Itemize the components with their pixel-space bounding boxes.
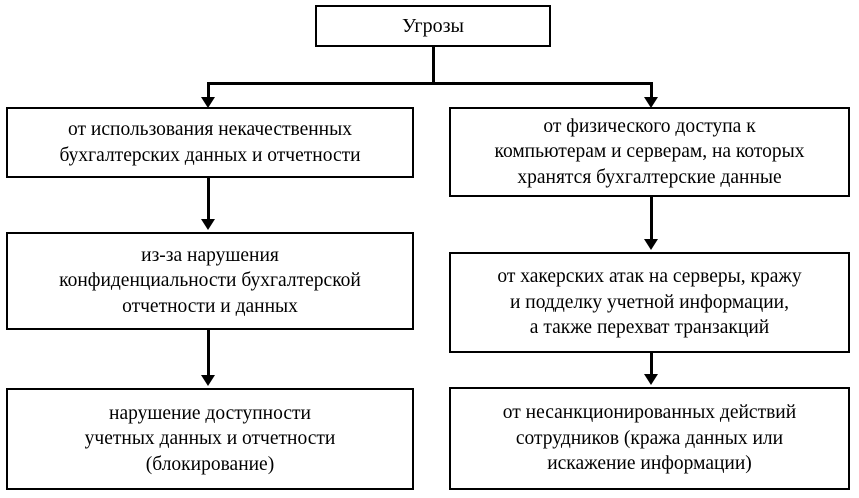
- node-right-3[interactable]: от несанкционированных действий сотрудни…: [449, 387, 850, 490]
- connector-root-to-right-branch: [649, 82, 653, 102]
- connector-right-1-to-2: [649, 197, 653, 241]
- arrowhead-right-1-to-2-icon: [643, 239, 658, 250]
- node-right-2[interactable]: от хакерских атак на серверы, кражу и по…: [449, 252, 850, 353]
- connector-root-to-left-branch: [206, 82, 210, 102]
- arrowhead-right-2-to-3-icon: [643, 374, 658, 385]
- node-left-3[interactable]: нарушение доступности учетных данных и о…: [6, 388, 414, 490]
- arrowhead-left-1-to-2-icon: [200, 219, 215, 230]
- arrowhead-root-to-right-branch-icon: [643, 97, 658, 108]
- arrowhead-root-to-left-branch-icon: [200, 97, 215, 108]
- node-right-1[interactable]: от физического доступа к компьютерам и с…: [449, 107, 850, 197]
- node-left-2[interactable]: из-за нарушения конфиденциальности бухга…: [6, 232, 414, 330]
- node-root-threats[interactable]: Угрозы: [315, 5, 551, 47]
- arrowhead-left-2-to-3-icon: [200, 375, 215, 386]
- connector-root-crossbar: [206, 82, 653, 85]
- connector-left-2-to-3: [206, 330, 210, 377]
- connector-right-2-to-3: [649, 353, 653, 376]
- connector-root-stem: [431, 47, 435, 83]
- node-left-1[interactable]: от использования некачественных бухгалте…: [6, 107, 414, 178]
- connector-left-1-to-2: [206, 178, 210, 221]
